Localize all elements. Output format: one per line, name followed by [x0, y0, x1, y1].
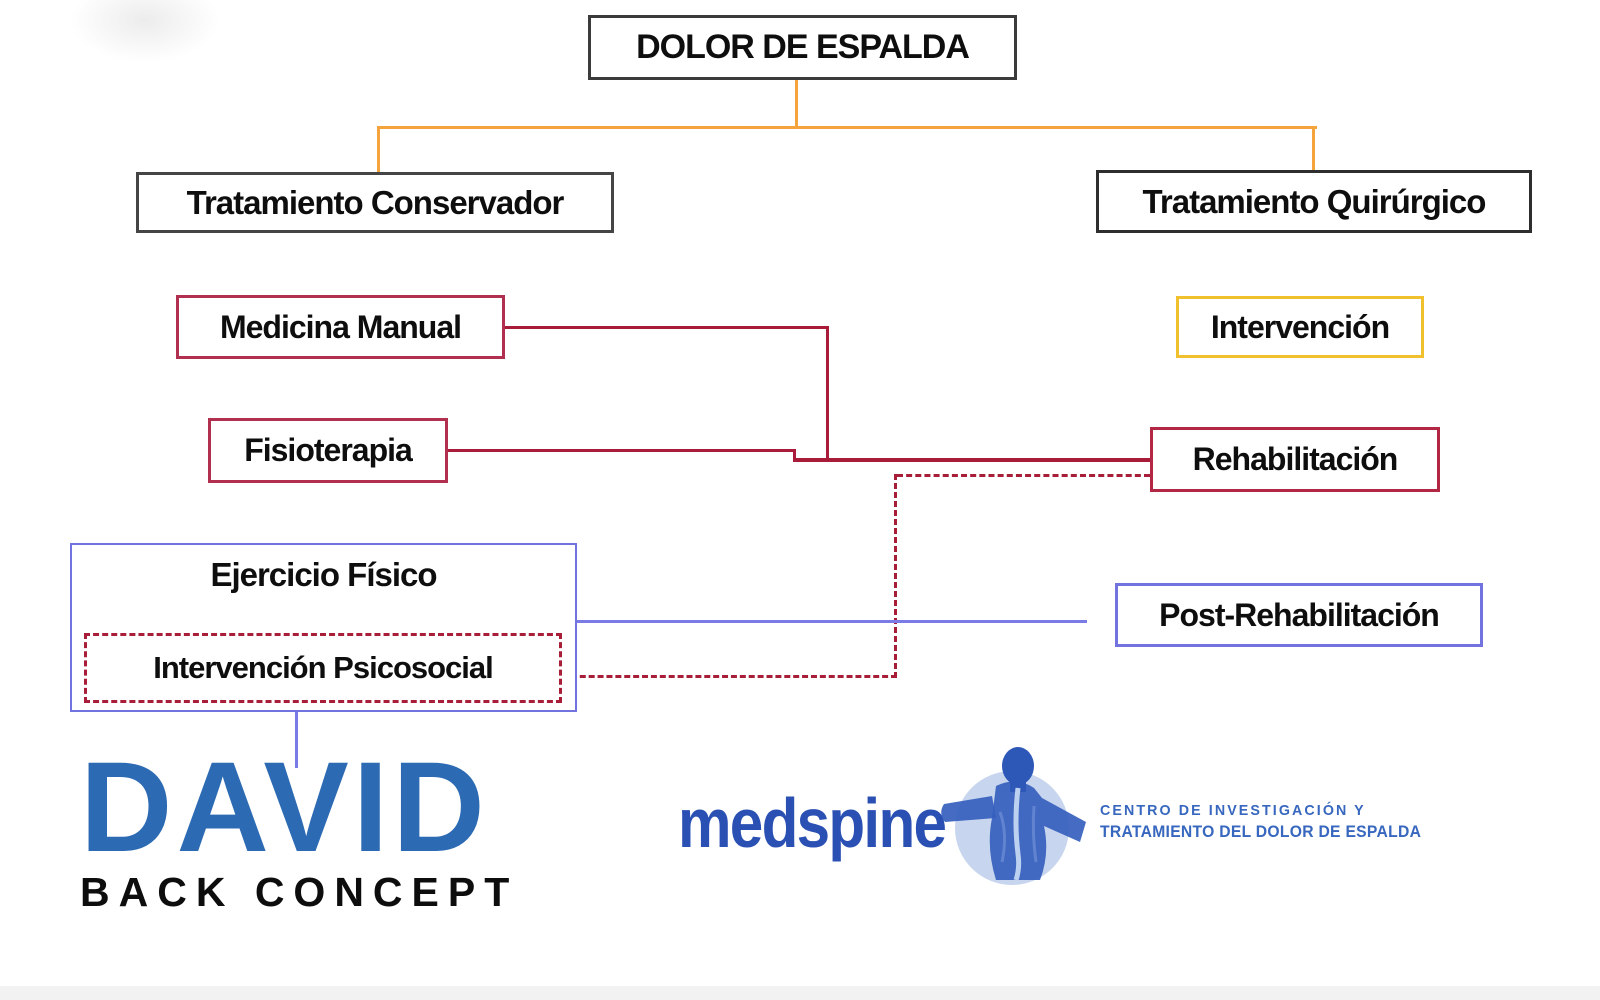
- david-wordmark: DAVID: [80, 736, 489, 879]
- node-post-rehabilitacion: Post-Rehabilitación: [1115, 583, 1483, 647]
- connector-dashed-vertical: [894, 474, 897, 678]
- connector-dashed-bottom: [562, 675, 897, 678]
- medspine-wordmark: medspine: [678, 784, 947, 862]
- david-sub-wordmark: BACK CONCEPT: [80, 868, 519, 915]
- ejercicio-fisico-label: Ejercicio Físico: [210, 556, 437, 593]
- connector-rehabilitacion-main: [793, 458, 1150, 462]
- node-intervencion-psicosocial: Intervención Psicosocial: [84, 633, 562, 703]
- node-rehabilitacion: Rehabilitación: [1150, 427, 1440, 492]
- connector-ejercicio-post: [575, 620, 1087, 623]
- medspine-tagline-line2: TRATAMIENTO DEL DOLOR DE ESPALDA: [1100, 823, 1422, 841]
- scan-smudge: [70, 0, 220, 63]
- node-medicina-manual: Medicina Manual: [176, 295, 505, 359]
- node-intervencion: Intervención: [1176, 296, 1424, 358]
- connector-dashed-top: [897, 474, 1150, 477]
- bottom-band: [0, 986, 1600, 1000]
- node-tratamiento-conservador: Tratamiento Conservador: [136, 172, 614, 233]
- connector-conservador-vertical: [377, 129, 380, 172]
- medspine-tagline-line1: CENTRO DE INVESTIGACIÓN Y: [1100, 802, 1366, 819]
- medspine-tagline: CENTRO DE INVESTIGACIÓN Y TRATAMIENTO DE…: [1100, 802, 1421, 842]
- connector-root-horizontal: [377, 126, 1317, 129]
- connector-quirurgico-vertical: [1312, 129, 1315, 170]
- david-back-concept-logo: DAVID BACK CONCEPT: [80, 736, 519, 916]
- connector-root-vertical: [795, 80, 798, 128]
- node-tratamiento-quirurgico: Tratamiento Quirúrgico: [1096, 170, 1532, 233]
- connector-fisioterapia-step: [793, 449, 796, 461]
- node-dolor-de-espalda: DOLOR DE ESPALDA: [588, 15, 1017, 80]
- node-ejercicio-fisico: Ejercicio Físico: [70, 543, 577, 712]
- human-back-spine-icon: [930, 742, 1098, 899]
- connector-medicina-vertical: [826, 326, 829, 461]
- connector-ejercicio-david: [295, 712, 298, 768]
- connector-medicina-horizontal: [505, 326, 829, 329]
- connector-fisioterapia-horizontal: [448, 449, 796, 452]
- node-fisioterapia: Fisioterapia: [208, 418, 448, 483]
